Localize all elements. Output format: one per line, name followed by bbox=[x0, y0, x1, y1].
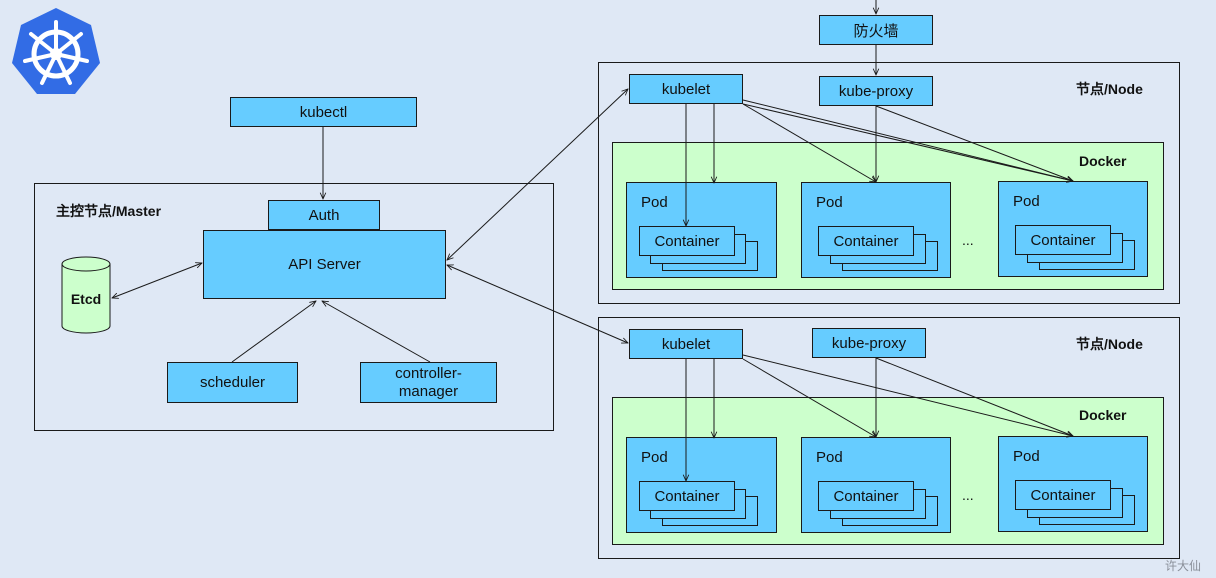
etcd-cylinder: Etcd bbox=[60, 256, 112, 336]
auth-label: Auth bbox=[308, 206, 340, 224]
arrow-kubelet1-pod3 bbox=[742, 103, 1073, 181]
arrow-proxy2-pod3 bbox=[875, 357, 1073, 436]
container-label: Container bbox=[1030, 486, 1096, 504]
pods-ellipsis-2: ... bbox=[962, 487, 974, 503]
scheduler-label: scheduler bbox=[199, 374, 266, 391]
container-card: Container bbox=[818, 226, 914, 256]
master-title: 主控节点/Master bbox=[56, 203, 162, 219]
pods-ellipsis-1: ... bbox=[962, 232, 974, 248]
arrow-kubelet1-pod2 bbox=[742, 103, 876, 182]
api-server-box: API Server bbox=[203, 230, 446, 299]
container-label: Container bbox=[654, 232, 720, 250]
pod-2-1: Pod Container bbox=[626, 437, 777, 533]
kube-proxy-box-2: kube-proxy bbox=[812, 328, 926, 358]
kubernetes-helm-icon bbox=[12, 8, 100, 94]
arrow-kubelet1-docker-pod3 bbox=[742, 99, 1073, 181]
container-card: Container bbox=[1015, 225, 1111, 255]
kube-proxy-label-2: kube-proxy bbox=[831, 334, 907, 352]
pod-label: Pod bbox=[641, 449, 668, 466]
firewall-box: 防火墙 bbox=[819, 15, 933, 45]
controller-manager-label-line2: manager bbox=[398, 382, 459, 400]
firewall-label: 防火墙 bbox=[853, 22, 899, 40]
controller-manager-label-line1: controller- bbox=[395, 364, 462, 382]
container-card: Container bbox=[818, 481, 914, 511]
etcd-label: Etcd bbox=[70, 291, 102, 307]
arrow-etcd-api bbox=[112, 263, 202, 298]
arrow-api-kubelet-2 bbox=[447, 265, 628, 343]
kube-proxy-box-1: kube-proxy bbox=[819, 76, 933, 106]
pod-label: Pod bbox=[816, 194, 843, 211]
node-title-2: 节点/Node bbox=[1076, 336, 1143, 352]
pod-label: Pod bbox=[1013, 193, 1040, 210]
pod-label: Pod bbox=[641, 194, 668, 211]
kubectl-box: kubectl bbox=[230, 97, 417, 127]
scheduler-box: scheduler bbox=[167, 362, 298, 403]
container-card: Container bbox=[639, 481, 735, 511]
auth-box: Auth bbox=[268, 200, 380, 230]
arrow-kubelet2-pod2 bbox=[742, 358, 876, 437]
arrow-kubelet2-pod3 bbox=[742, 354, 1073, 436]
arrow-controller-to-api bbox=[322, 301, 431, 363]
kubelet-box-1: kubelet bbox=[629, 74, 743, 104]
kubelet-box-2: kubelet bbox=[629, 329, 743, 359]
container-label: Container bbox=[1030, 231, 1096, 249]
container-label: Container bbox=[833, 487, 899, 505]
kubernetes-logo bbox=[8, 4, 104, 100]
container-label: Container bbox=[654, 487, 720, 505]
pod-1-3: Pod Container bbox=[998, 181, 1148, 277]
pod-2-2: Pod Container bbox=[801, 437, 951, 533]
pod-label: Pod bbox=[816, 449, 843, 466]
node-title-1: 节点/Node bbox=[1076, 81, 1143, 97]
kubelet-label-2: kubelet bbox=[661, 335, 711, 353]
pod-1-2: Pod Container bbox=[801, 182, 951, 278]
arrow-proxy1-pod3 bbox=[875, 105, 1073, 181]
pod-label: Pod bbox=[1013, 448, 1040, 465]
controller-manager-box: controller- manager bbox=[360, 362, 497, 403]
docker-title-1: Docker bbox=[1079, 153, 1127, 169]
kube-proxy-label-1: kube-proxy bbox=[838, 82, 914, 100]
container-card: Container bbox=[1015, 480, 1111, 510]
kubelet-label-1: kubelet bbox=[661, 80, 711, 98]
container-label: Container bbox=[833, 232, 899, 250]
arrow-scheduler-to-api bbox=[231, 301, 316, 363]
database-cylinder-icon bbox=[61, 256, 111, 334]
arrow-api-kubelet-1 bbox=[447, 89, 628, 260]
api-server-label: API Server bbox=[288, 256, 361, 273]
watermark: 许大仙 bbox=[1165, 559, 1202, 573]
docker-title-2: Docker bbox=[1079, 407, 1127, 423]
kubectl-label: kubectl bbox=[299, 103, 348, 121]
node-frame-2 bbox=[598, 317, 1180, 559]
pod-2-3: Pod Container bbox=[998, 436, 1148, 532]
